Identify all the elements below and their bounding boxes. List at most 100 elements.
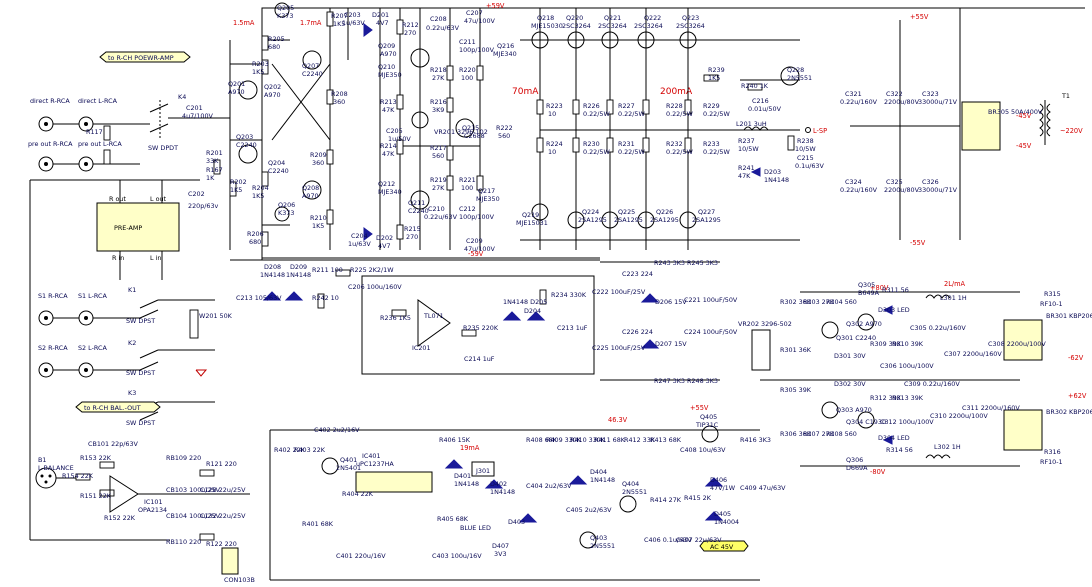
ic201-label: IC201 xyxy=(412,344,431,352)
selector-jacks: S1 R-RCA S1 L-RCA S2 R-RCA S2 L-RCA xyxy=(38,292,140,378)
q302-label: Q302 A970 xyxy=(846,320,882,328)
r203-id: R203 xyxy=(252,60,269,68)
r210-id: R210 xyxy=(310,214,327,222)
c312-label: C312 100u/100V xyxy=(880,418,934,426)
c212-v: 100p/100V xyxy=(459,213,495,221)
q219-sub: MJE15031 xyxy=(516,219,548,227)
c215-id: C215 xyxy=(797,154,814,162)
r206-id: R206 xyxy=(247,230,264,238)
r313-label: R313 39K xyxy=(892,394,924,402)
d203-v: 1N4148 xyxy=(764,176,789,184)
k2-type: SW DPST xyxy=(126,369,155,377)
c324-id: C324 xyxy=(845,178,862,186)
br301-label: BR301 KBP206 xyxy=(1046,312,1092,320)
r153-label: R153 22K xyxy=(80,454,112,462)
vr202-label: VR202 3296-502 xyxy=(738,320,792,328)
jack-label-direct-l: direct L-RCA xyxy=(78,97,118,105)
d301-label: D301 30V xyxy=(834,352,866,360)
r411-label: R411 68K xyxy=(594,436,626,444)
rail-neg80: -80V xyxy=(870,468,886,476)
d404-v: 1N4148 xyxy=(590,476,615,484)
vas-stage xyxy=(326,8,484,250)
preamp-rin: R in xyxy=(112,254,124,262)
k4-switch xyxy=(140,100,200,140)
d208-id: D208 xyxy=(264,263,281,271)
jack-label-preout-l: pre out L-RCA xyxy=(78,140,122,148)
r213-v: 47K xyxy=(382,106,395,114)
r306-label: R306 36K xyxy=(780,430,812,438)
q211-id: Q211 xyxy=(408,199,425,207)
r209-id: R209 xyxy=(310,151,327,159)
d202-v: 4V7 xyxy=(378,242,391,250)
preamp-block xyxy=(96,202,180,252)
rb109-label: RB109 220 xyxy=(166,454,201,462)
c407-label: C407 22u/63V xyxy=(676,536,722,544)
c323-id: C323 xyxy=(922,90,939,98)
r205-v: 680 xyxy=(268,43,280,51)
r233-id: R233 xyxy=(703,140,720,148)
ac45-label: AC 45V xyxy=(710,543,734,551)
r121-label: R121 220 xyxy=(206,460,237,468)
r213-id: R213 xyxy=(380,98,397,106)
cb101-label: CB101 22p/63V xyxy=(88,440,139,448)
r223-v: 10 xyxy=(548,110,556,118)
r221-id: R221 xyxy=(459,176,476,184)
jack-label-s2r: S2 R-RCA xyxy=(38,344,68,352)
c209-id: C209 xyxy=(466,237,483,245)
c207-v: 47u/100V xyxy=(464,17,496,25)
q403-label: Q403 xyxy=(590,534,607,542)
r229-id: R229 xyxy=(703,102,720,110)
q405-sub: TIP31C xyxy=(695,421,719,429)
r227-id: R227 xyxy=(618,102,635,110)
r201-id: R202 xyxy=(230,178,247,186)
r234-label: R234 330K xyxy=(551,291,587,299)
c321-id: C321 xyxy=(845,90,862,98)
r312-label: R312 39K xyxy=(870,394,902,402)
preamp-rout: R out xyxy=(109,195,126,203)
r228-v: 0.22/5W xyxy=(666,110,693,118)
k3-label: K3 xyxy=(128,389,136,397)
j301-label: J301 xyxy=(475,467,490,475)
r303-label: R303 27K xyxy=(803,298,835,306)
current-label-3: 70mA xyxy=(512,87,539,97)
d404-id: D404 xyxy=(590,468,607,476)
r202-v: 1K xyxy=(206,174,215,182)
q225-sub: 2SA1295 xyxy=(614,216,643,224)
q227-id: Q227 xyxy=(698,208,715,216)
d201-v: 4V7 xyxy=(376,19,389,27)
rail-pos45: -45V xyxy=(1016,112,1032,120)
r233-v: 0.22/5W xyxy=(703,148,730,156)
rch-power-tag: to R-CH POEWR-AMP xyxy=(99,51,191,63)
r222-v: 560 xyxy=(498,132,510,140)
output-stage xyxy=(520,8,800,250)
preamp-lin: L in xyxy=(150,254,161,262)
r167-label: R117 xyxy=(86,128,103,136)
jack-label-preout-r: pre out R-RCA xyxy=(28,140,73,148)
k3-type: SW DPST xyxy=(126,419,155,427)
q206-sub: K373 xyxy=(278,209,294,217)
r152-label: R152 22K xyxy=(104,514,136,522)
aux-psu xyxy=(751,291,1043,467)
vr201-label: VR201 3296-102 xyxy=(434,128,488,136)
r208-v: 360 xyxy=(333,98,345,106)
c216-id: C216 xyxy=(752,97,769,105)
positive-rail: +59V xyxy=(230,2,1085,261)
r315-label: R315 xyxy=(1044,290,1061,298)
d303-label: D303 LED xyxy=(878,306,910,314)
output-protection xyxy=(703,66,800,177)
r223-id: R223 xyxy=(546,102,563,110)
q210-id: Q210 xyxy=(378,63,395,71)
d201-id: D201 xyxy=(372,11,389,19)
q215-sub: C2688 xyxy=(464,132,485,140)
r219-id: R219 xyxy=(430,176,447,184)
r201-v: 1K5 xyxy=(230,186,242,194)
c403-label: C403 100u/16V xyxy=(432,552,482,560)
current-label-5: 19mA xyxy=(460,444,480,452)
speaker-out-label: L-SP xyxy=(813,127,827,135)
main-psu xyxy=(850,8,1051,240)
br302-label: BR302 KBP206 xyxy=(1046,408,1092,416)
r247-label: R247 3K3 xyxy=(654,377,685,385)
q405-id: Q405 xyxy=(700,413,717,421)
c223-label: C223 224 xyxy=(622,270,653,278)
r307-label: R307 27K xyxy=(803,430,835,438)
